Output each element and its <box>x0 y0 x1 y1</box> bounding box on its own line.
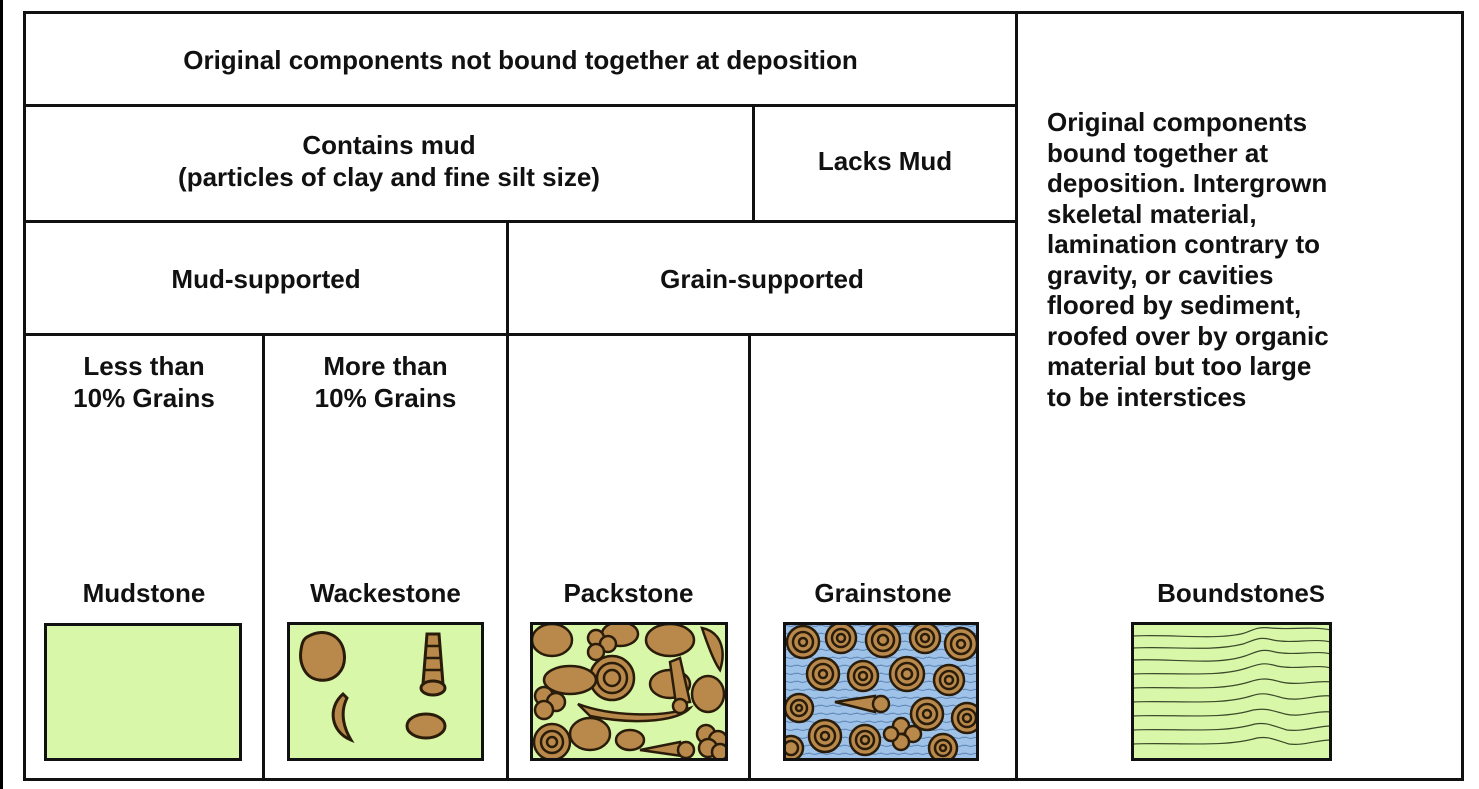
wackestone-label: Wackestone <box>310 578 461 608</box>
grain <box>568 716 612 752</box>
column-divider-support <box>506 220 509 781</box>
boundstone-suffix: S <box>1308 581 1325 608</box>
rock-name-grainstone: Grainstone <box>751 577 1015 609</box>
contains-mud-line-1: Contains mud <box>302 130 476 160</box>
grain-shell-crescent <box>331 691 355 744</box>
grain-ooid <box>927 732 959 760</box>
grain-ooid <box>848 723 882 757</box>
bound-description-line: floored by sediment, <box>1047 290 1302 320</box>
grain-peloid-cluster <box>695 723 727 760</box>
header-not-bound-label: Original components not bound together a… <box>183 45 858 75</box>
bound-description: Original components bound together at de… <box>1047 107 1447 412</box>
column-divider-mud-grains <box>262 333 265 781</box>
more-than-line-1: More than <box>323 351 448 381</box>
grain-ooid <box>824 623 858 655</box>
bound-description-line: Original components <box>1047 107 1308 137</box>
row-divider-1 <box>23 104 1016 107</box>
grain-shell <box>700 626 724 673</box>
column-divider-bound <box>1015 11 1018 781</box>
grain <box>690 674 726 714</box>
grain-gastropod <box>834 694 891 714</box>
grain-ooid <box>784 734 805 760</box>
mud-matrix <box>1132 623 1331 760</box>
grain-gastropod <box>419 632 447 697</box>
dunham-classification-table <box>23 11 1464 781</box>
wackestone-swatch <box>287 622 484 761</box>
grain-ooid <box>784 692 815 724</box>
grain-ooid <box>943 626 978 662</box>
header-lacks-mud: Lacks Mud <box>755 145 1015 177</box>
bound-description-line: deposition. Intergrown <box>1047 168 1328 198</box>
grain <box>644 623 696 658</box>
lacks-mud-label: Lacks Mud <box>817 146 953 176</box>
bound-description-line: gravity, or cavities <box>1047 259 1274 290</box>
grain <box>614 728 646 752</box>
grain-ooid <box>908 623 942 655</box>
rock-name-boundstone: BoundstoneS <box>1018 577 1464 611</box>
mud-supported-label: Mud-supported <box>171 264 361 294</box>
grain-peloid-cluster <box>586 628 618 662</box>
boundstone-label: Boundstone <box>1157 578 1309 608</box>
bound-description-line: bound together at <box>1047 137 1268 168</box>
header-not-bound: Original components not bound together a… <box>26 44 1015 76</box>
grain <box>531 623 574 658</box>
column-divider-pack-grain <box>748 333 751 781</box>
row-divider-3 <box>23 333 1016 336</box>
header-mud-supported: Mud-supported <box>26 263 506 295</box>
header-grain-supported: Grain-supported <box>509 263 1015 295</box>
grain-supported-label: Grain-supported <box>660 264 864 294</box>
grain-ooid <box>864 623 902 659</box>
contains-mud-line-2: (particles of clay and fine silt size) <box>178 162 600 192</box>
more-than-line-2: 10% Grains <box>314 383 457 413</box>
column-divider-lacks-mud <box>752 104 755 222</box>
packstone-label: Packstone <box>563 578 694 608</box>
grain-peloid-cluster <box>882 716 923 752</box>
grainstone-swatch <box>783 622 979 761</box>
grainstone-label: Grainstone <box>814 578 952 608</box>
bound-description-line: lamination contrary to <box>1047 229 1321 259</box>
rock-name-mudstone: Mudstone <box>26 577 262 609</box>
bound-description-line: material but too large <box>1047 351 1312 381</box>
header-contains-mud: Contains mud (particles of clay and fine… <box>26 129 752 193</box>
bound-description-line: roofed over by organic <box>1047 320 1329 351</box>
grain-ooid <box>932 663 966 697</box>
grain-ooid <box>846 659 880 693</box>
lamination-lines <box>1132 627 1332 746</box>
header-less-than-10: Less than 10% Grains <box>26 350 262 414</box>
grain <box>542 664 598 696</box>
row-divider-2 <box>23 220 1016 223</box>
mud-matrix <box>44 623 242 761</box>
rock-name-wackestone: Wackestone <box>265 577 506 609</box>
boundstone-swatch <box>1131 622 1332 761</box>
grain-ooid <box>950 701 978 735</box>
left-edge-rule <box>0 0 3 789</box>
grain-pebble <box>299 631 346 682</box>
grain-ooid <box>807 718 843 754</box>
grain-shell-arc <box>577 702 694 723</box>
grain-ooid <box>888 655 926 693</box>
mudstone-label: Mudstone <box>82 578 206 608</box>
grain-gastropod <box>639 740 696 760</box>
mudstone-swatch <box>44 623 242 761</box>
bound-description-line: to be interstices <box>1047 381 1247 412</box>
rock-name-packstone: Packstone <box>509 577 748 609</box>
less-than-line-1: Less than <box>83 351 205 381</box>
grain-ooid <box>785 624 821 660</box>
grain-peloid-cluster <box>533 685 567 721</box>
grain-gastropod <box>668 656 692 715</box>
less-than-line-2: 10% Grains <box>73 383 215 413</box>
grain-ooid <box>532 722 572 760</box>
grain-ooid <box>805 656 841 692</box>
grain-ooid <box>405 712 447 740</box>
header-more-than-10: More than 10% Grains <box>265 350 506 414</box>
bound-description-line: skeletal material, <box>1047 198 1257 229</box>
packstone-swatch <box>530 622 728 761</box>
grain-ooid <box>909 696 945 732</box>
